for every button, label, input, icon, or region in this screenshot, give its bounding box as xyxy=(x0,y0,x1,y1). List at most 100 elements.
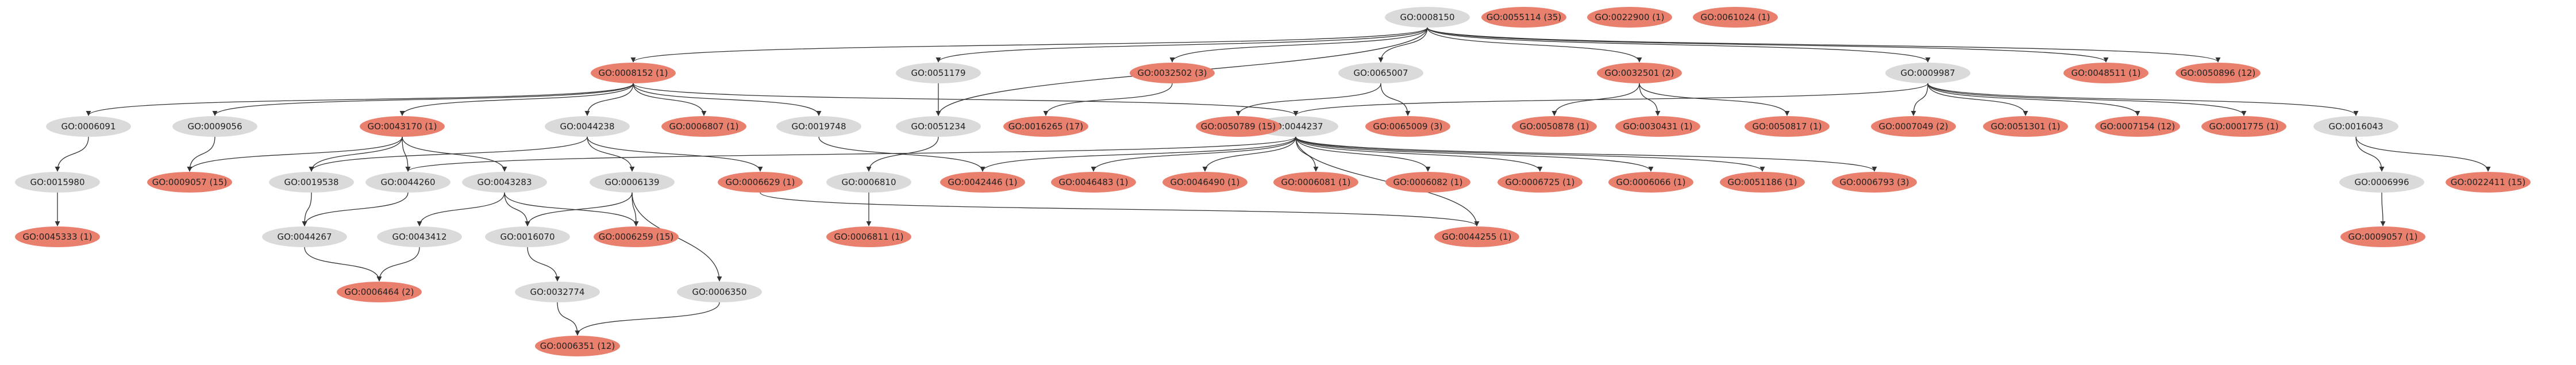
go-term-node: GO:0043412 xyxy=(377,226,462,247)
edge-n1-n10 xyxy=(1427,27,1931,63)
go-term-node: GO:0016265 (17) xyxy=(1003,116,1088,137)
go-term-node: GO:0006725 (1) xyxy=(1497,172,1582,193)
plain-node-shape xyxy=(2339,172,2424,193)
plain-node-shape xyxy=(896,116,981,137)
go-term-node: GO:0006066 (1) xyxy=(1608,172,1693,193)
go-term-node: GO:0051186 (1) xyxy=(1720,172,1805,193)
node-label: GO:0006081 (1) xyxy=(1281,177,1350,187)
highlighted-node-shape xyxy=(1196,116,1281,137)
node-label: GO:0042446 (1) xyxy=(948,177,1017,187)
edge-n36-n54 xyxy=(504,192,530,226)
go-term-node: GO:0008152 (1) xyxy=(591,63,676,83)
edge-layer xyxy=(55,27,2491,336)
go-term-node: GO:0006351 (12) xyxy=(535,336,620,356)
edge-n36-n55 xyxy=(504,192,639,226)
node-label: GO:0001775 (1) xyxy=(2209,121,2278,132)
node-label: GO:0032774 xyxy=(530,287,584,297)
go-term-node: GO:0044267 xyxy=(262,226,347,247)
highlighted-node-shape xyxy=(15,226,100,247)
highlighted-node-shape xyxy=(2340,226,2425,247)
highlighted-node-shape xyxy=(826,226,911,247)
highlighted-node-shape xyxy=(1162,172,1247,193)
go-term-node: GO:0006139 xyxy=(590,172,675,193)
go-term-node: GO:0030431 (1) xyxy=(1615,116,1700,137)
node-label: GO:0046483 (1) xyxy=(1058,177,1128,187)
node-label: GO:0016070 xyxy=(500,232,555,242)
highlighted-node-shape xyxy=(2063,63,2148,83)
edge-n8-n22 xyxy=(1235,83,1381,116)
edge-n60-n62 xyxy=(557,302,580,336)
node-label: GO:0055114 (35) xyxy=(1487,12,1562,22)
edge-n37-n54 xyxy=(525,192,633,226)
edge-n38-n57 xyxy=(760,192,1480,226)
highlighted-node-shape xyxy=(1832,172,1917,193)
node-label: GO:0009057 (15) xyxy=(152,177,228,187)
go-term-node: GO:0051301 (1) xyxy=(1983,116,2068,137)
node-label: GO:0019748 xyxy=(791,121,846,132)
node-label: GO:0016265 (17) xyxy=(1008,121,1084,132)
go-term-node: GO:0042446 (1) xyxy=(940,172,1025,193)
node-label: GO:0050878 (1) xyxy=(1519,121,1589,132)
highlighted-node-shape xyxy=(1434,226,1519,247)
edge-n8-n23 xyxy=(1380,83,1411,116)
node-label: GO:0009987 xyxy=(1900,68,1955,78)
highlighted-node-shape xyxy=(1615,116,1700,137)
go-term-node: GO:0048511 (1) xyxy=(2063,63,2148,83)
edge-n37-n55 xyxy=(632,192,639,226)
plain-node-shape xyxy=(1338,63,1423,83)
node-label: GO:0022411 (15) xyxy=(2451,177,2526,187)
highlighted-node-shape xyxy=(2175,63,2261,83)
edge-n21-n45 xyxy=(1295,136,1543,172)
node-label: GO:0015980 xyxy=(30,177,84,187)
go-term-node: GO:0050817 (1) xyxy=(1745,116,1830,137)
edge-n14-n33 xyxy=(187,136,215,172)
edge-n10-n27 xyxy=(1911,83,1928,116)
go-term-node: GO:0001775 (1) xyxy=(2201,116,2286,137)
go-term-node: GO:0051234 xyxy=(896,116,981,137)
edge-n15-n34 xyxy=(309,136,403,172)
edge-n49-n58 xyxy=(2380,192,2386,226)
highlighted-node-shape xyxy=(1365,116,1450,137)
go-term-node: GO:0006082 (1) xyxy=(1385,172,1470,193)
go-term-node: GO:0032502 (3) xyxy=(1130,63,1215,83)
go-term-node: GO:0008150 xyxy=(1385,7,1470,28)
go-term-node: GO:0007154 (12) xyxy=(2095,116,2180,137)
node-label: GO:0051179 xyxy=(911,68,965,78)
go-term-node: GO:0051179 xyxy=(896,63,981,83)
edge-n21-n48 xyxy=(1295,136,1877,172)
plain-node-shape xyxy=(776,116,861,137)
highlighted-node-shape xyxy=(1273,172,1358,193)
go-term-node: GO:0044238 xyxy=(545,116,630,137)
go-term-node: GO:0061024 (1) xyxy=(1693,7,1778,28)
edge-n5-n21 xyxy=(633,83,1299,116)
go-term-node: GO:0006091 xyxy=(46,116,131,137)
plain-node-shape xyxy=(15,172,100,193)
go-term-node: GO:0006807 (1) xyxy=(661,116,746,137)
go-term-node: GO:0045333 (1) xyxy=(15,226,100,247)
edge-n1-n5 xyxy=(630,27,1428,63)
plain-node-shape xyxy=(590,172,675,193)
highlighted-node-shape xyxy=(1871,116,1956,137)
plain-node-shape xyxy=(377,226,462,247)
plain-node-shape xyxy=(2313,116,2398,137)
go-term-node: GO:0006810 xyxy=(826,172,911,193)
plain-node-shape xyxy=(677,282,762,302)
edge-n21-n44 xyxy=(1295,136,1431,172)
node-label: GO:0043283 xyxy=(477,177,532,187)
highlighted-node-shape xyxy=(147,172,232,193)
go-term-node: GO:0032774 xyxy=(515,282,600,302)
node-label: GO:0061024 (1) xyxy=(1700,12,1770,22)
highlighted-node-shape xyxy=(1130,63,1215,83)
plain-node-shape xyxy=(485,226,570,247)
go-term-node: GO:0065009 (3) xyxy=(1365,116,1450,137)
node-label: GO:0006629 (1) xyxy=(725,177,795,187)
edge-n10-n31 xyxy=(1927,83,2359,116)
edge-n5-n17 xyxy=(633,83,707,116)
go-term-node: GO:0016043 xyxy=(2313,116,2398,137)
node-label: GO:0006139 xyxy=(604,177,659,187)
node-label: GO:0006811 (1) xyxy=(834,232,903,242)
edge-n18-n40 xyxy=(818,136,985,172)
edge-n16-n34 xyxy=(309,136,588,172)
node-label: GO:0019538 xyxy=(284,177,338,187)
